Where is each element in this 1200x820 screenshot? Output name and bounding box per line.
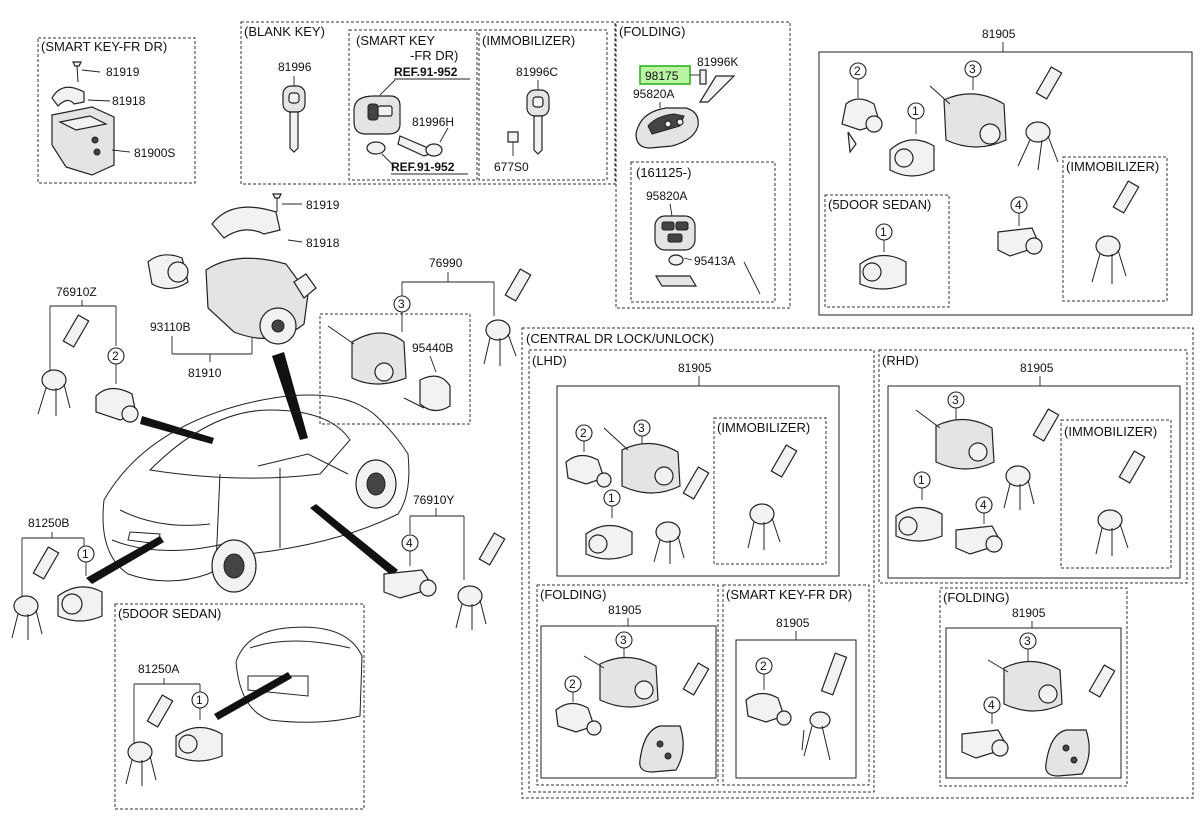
callout-1-81250A: 1: [196, 693, 203, 707]
part-label-81996[interactable]: 81996: [278, 60, 312, 74]
section-title-smart-key-2: (SMART KEY: [356, 33, 435, 48]
part-label-76910Z[interactable]: 76910Z: [56, 285, 97, 299]
callout-4-top: 4: [1015, 198, 1022, 212]
callout-2-smart-key: 2: [760, 659, 767, 673]
part-label-81250B[interactable]: 81250B: [28, 516, 69, 530]
section-title-folding-top: (FOLDING): [619, 24, 685, 39]
part-label-76990[interactable]: 76990: [429, 256, 463, 270]
callout-2-lhd: 2: [580, 426, 587, 440]
part-label-81918[interactable]: 81918: [112, 94, 146, 108]
callout-2-folding-lhd: 2: [569, 677, 576, 691]
part-label-95820A-lower[interactable]: 95820A: [646, 189, 687, 203]
part-label-95820A-top[interactable]: 95820A: [633, 87, 674, 101]
part-label-81905-lhd[interactable]: 81905: [678, 361, 712, 375]
section-title-immobilizer-lhd: (IMMOBILIZER): [717, 420, 810, 435]
callout-3-center: 3: [398, 297, 405, 311]
section-title-blank-key: (BLANK KEY): [244, 24, 325, 39]
section-title-immobilizer-top-right: (IMMOBILIZER): [1066, 159, 1159, 174]
callout-3-folding-lhd: 3: [620, 633, 627, 647]
car-illustration: [86, 394, 410, 593]
part-label-81250A[interactable]: 81250A: [138, 662, 179, 676]
part-label-81910[interactable]: 81910: [188, 366, 222, 380]
section-title-smart-key-fr-dr: (SMART KEY-FR DR): [41, 39, 167, 54]
section-title-5door-top-right: (5DOOR SEDAN): [828, 197, 931, 212]
part-label-81905-smart-key[interactable]: 81905: [776, 616, 810, 630]
callout-4-76910Y: 4: [406, 536, 413, 550]
callout-4-rhd: 4: [980, 498, 987, 512]
section-title-fr-dr: -FR DR): [410, 48, 458, 63]
section-title-folding-lhd: (FOLDING): [540, 587, 606, 602]
part-label-76910Y[interactable]: 76910Y: [413, 493, 454, 507]
part-label-81996K[interactable]: 81996K: [697, 55, 738, 69]
section-central-dr-lock: (CENTRAL DR LOCK/UNLOCK) (LHD) 81905 3 2…: [521, 327, 1194, 799]
section-81905-top: 81905 2 1 3 (5DOOR SEDAN) 1: [818, 27, 1193, 316]
group-76990: 76990 3 95440B: [319, 256, 532, 425]
group-81250B: 81250B 1: [11, 516, 103, 640]
section-title-immobilizer-rhd: (IMMOBILIZER): [1064, 424, 1157, 439]
section-title-immobilizer-top: (IMMOBILIZER): [482, 33, 575, 48]
part-label-81900S[interactable]: 81900S: [134, 146, 175, 160]
part-label-81919-center[interactable]: 81919: [306, 198, 340, 212]
section-title-lhd: (LHD): [532, 353, 567, 368]
ref-link-91-952-top[interactable]: REF.91-952: [394, 65, 458, 79]
part-label-81996H[interactable]: 81996H: [412, 115, 454, 129]
callout-3-lhd: 3: [638, 421, 645, 435]
callout-1-5door: 1: [880, 225, 887, 239]
callout-3-rhd: 3: [952, 393, 959, 407]
callout-2-left: 2: [112, 349, 119, 363]
ref-link-91-952-bottom[interactable]: REF.91-952: [391, 160, 455, 174]
group-76910Y: 76910Y 4: [383, 493, 506, 630]
part-label-81996C[interactable]: 81996C: [516, 65, 558, 79]
part-label-95413A[interactable]: 95413A: [694, 254, 735, 268]
callout-1-81250B: 1: [82, 547, 89, 561]
callout-2-top: 2: [854, 64, 861, 78]
section-title-5door-lower: (5DOOR SEDAN): [118, 606, 221, 621]
part-label-95440B[interactable]: 95440B: [412, 341, 453, 355]
section-5door-sedan-lower: (5DOOR SEDAN) 81250A 1: [114, 603, 365, 810]
section-folding-top: (FOLDING) 98175 81996K 95820A (161125-) …: [615, 21, 791, 309]
callout-3-folding-rhd: 3: [1024, 634, 1031, 648]
section-smart-key-fr-dr: (SMART KEY-FR DR) 81919 81918 81900S: [37, 37, 196, 184]
part-label-81905-folding-rhd[interactable]: 81905: [1012, 606, 1046, 620]
part-label-81905-rhd[interactable]: 81905: [1020, 361, 1054, 375]
callout-4-folding-rhd: 4: [988, 698, 995, 712]
section-blank-key: (BLANK KEY) 81996 (SMART KEY -FR DR) REF…: [240, 21, 616, 185]
section-title-central-dr-lock: (CENTRAL DR LOCK/UNLOCK): [526, 331, 714, 346]
section-title-161125: (161125-): [636, 165, 691, 180]
part-label-81905-top[interactable]: 81905: [982, 27, 1016, 41]
part-label-81905-folding-lhd[interactable]: 81905: [608, 603, 642, 617]
section-title-smart-key-lower: (SMART KEY-FR DR): [726, 587, 852, 602]
callout-1-top: 1: [912, 104, 919, 118]
callout-1-rhd: 1: [918, 473, 925, 487]
section-title-rhd: (RHD): [882, 353, 919, 368]
section-title-folding-rhd: (FOLDING): [943, 590, 1009, 605]
part-label-81919[interactable]: 81919: [106, 65, 140, 79]
callout-3-top: 3: [969, 62, 976, 76]
callout-1-lhd: 1: [608, 491, 615, 505]
part-label-98175[interactable]: 98175: [645, 69, 679, 83]
part-label-81918-center[interactable]: 81918: [306, 236, 340, 250]
part-label-677S0[interactable]: 677S0: [494, 160, 529, 174]
group-76910Z: 76910Z 2: [37, 285, 214, 444]
ignition-assembly: 81919 81918 93110B 81910: [147, 193, 340, 440]
part-label-93110B[interactable]: 93110B: [150, 320, 190, 334]
